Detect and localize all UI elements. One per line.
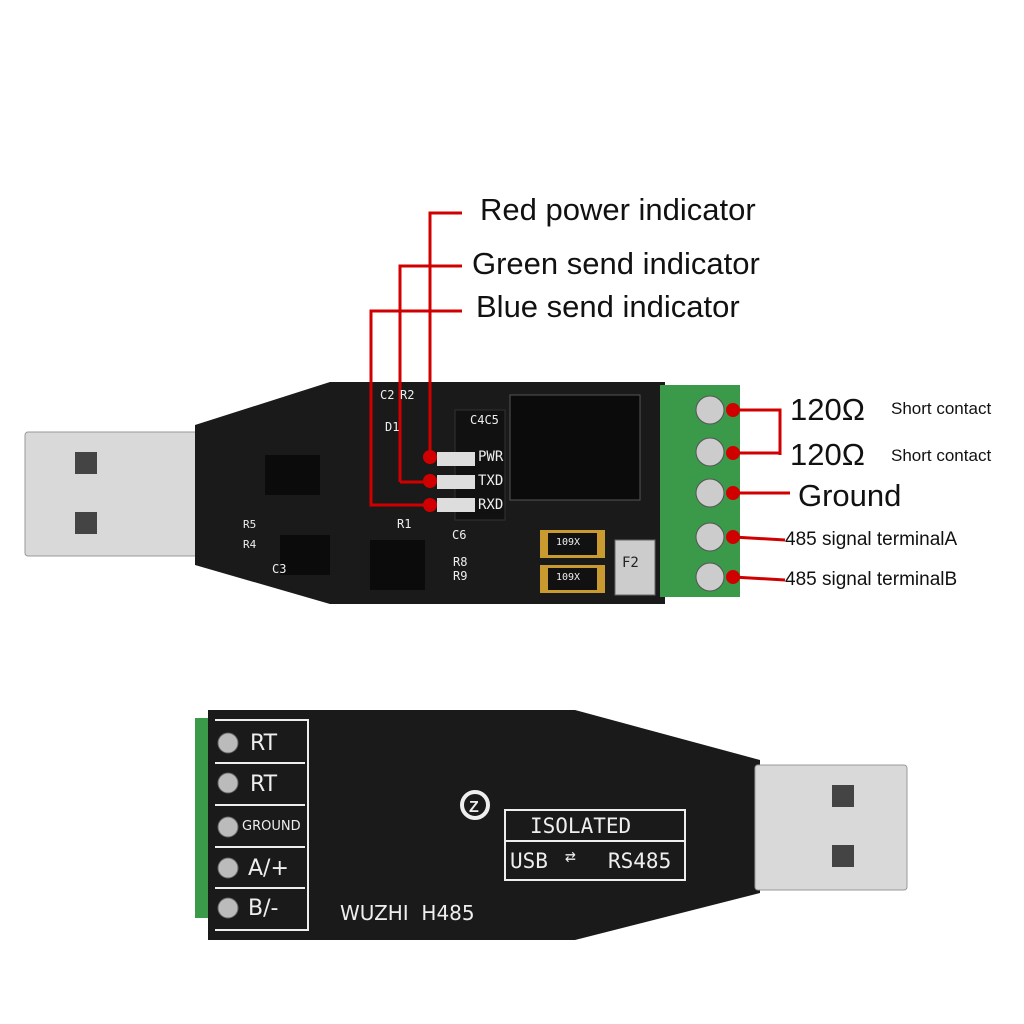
logo-icon: Z <box>460 790 490 820</box>
silk-r1: R1 <box>397 517 412 531</box>
callout-rt2-value: 120Ω <box>790 437 865 472</box>
led-label-txd: TXD <box>478 473 504 489</box>
terminal-label-rt1: RT <box>250 731 278 756</box>
silk-d1: D1 <box>385 420 400 434</box>
callout-green-send: Green send indicator <box>472 246 760 281</box>
silk-109x-2: 109X <box>556 572 581 583</box>
usb-label: USB <box>510 849 548 873</box>
silk-r5: R5 <box>243 518 257 531</box>
silk-f2: F2 <box>622 555 639 571</box>
callout-terminal-b: 485 signal terminalB <box>785 569 958 590</box>
silk-c4c5: C4C5 <box>470 413 499 427</box>
terminal-label-rt2: RT <box>250 772 278 797</box>
led-label-rxd: RXD <box>478 497 504 513</box>
silk-c2: C2 <box>380 388 395 402</box>
rs485-label: RS485 <box>608 849 672 873</box>
silk-r9: R9 <box>453 569 468 583</box>
bidirectional-arrow-icon: ⇄ <box>565 846 576 867</box>
terminal-label-b: B/- <box>248 896 279 921</box>
callout-rt2-note: Short contact <box>891 446 992 465</box>
svg-text:Z: Z <box>469 799 479 816</box>
silk-c6: C6 <box>452 528 467 542</box>
silk-109x-1: 109X <box>556 537 581 548</box>
terminal-label-a: A/+ <box>248 856 289 881</box>
silk-r2: R2 <box>400 388 415 402</box>
callout-ground: Ground <box>798 478 902 513</box>
bottom-pcb <box>208 710 760 940</box>
callout-blue-send: Blue send indicator <box>476 289 740 324</box>
silk-c3: C3 <box>272 562 287 576</box>
bottom-usb-plug <box>754 764 908 891</box>
silk-r8: R8 <box>453 555 468 569</box>
silk-r4: R4 <box>243 538 257 551</box>
led-label-pwr: PWR <box>478 449 504 465</box>
terminal-label-ground: GROUND <box>242 819 301 834</box>
callout-rt1-value: 120Ω <box>790 392 865 427</box>
callout-terminal-a: 485 signal terminalA <box>785 529 958 550</box>
callout-red-power: Red power indicator <box>480 192 756 227</box>
callout-lines <box>369 211 790 582</box>
top-usb-plug <box>24 431 221 557</box>
isolated-label: ISOLATED <box>530 814 632 838</box>
model-label: WUZHI H485 <box>340 901 475 925</box>
callout-rt1-note: Short contact <box>891 399 992 418</box>
